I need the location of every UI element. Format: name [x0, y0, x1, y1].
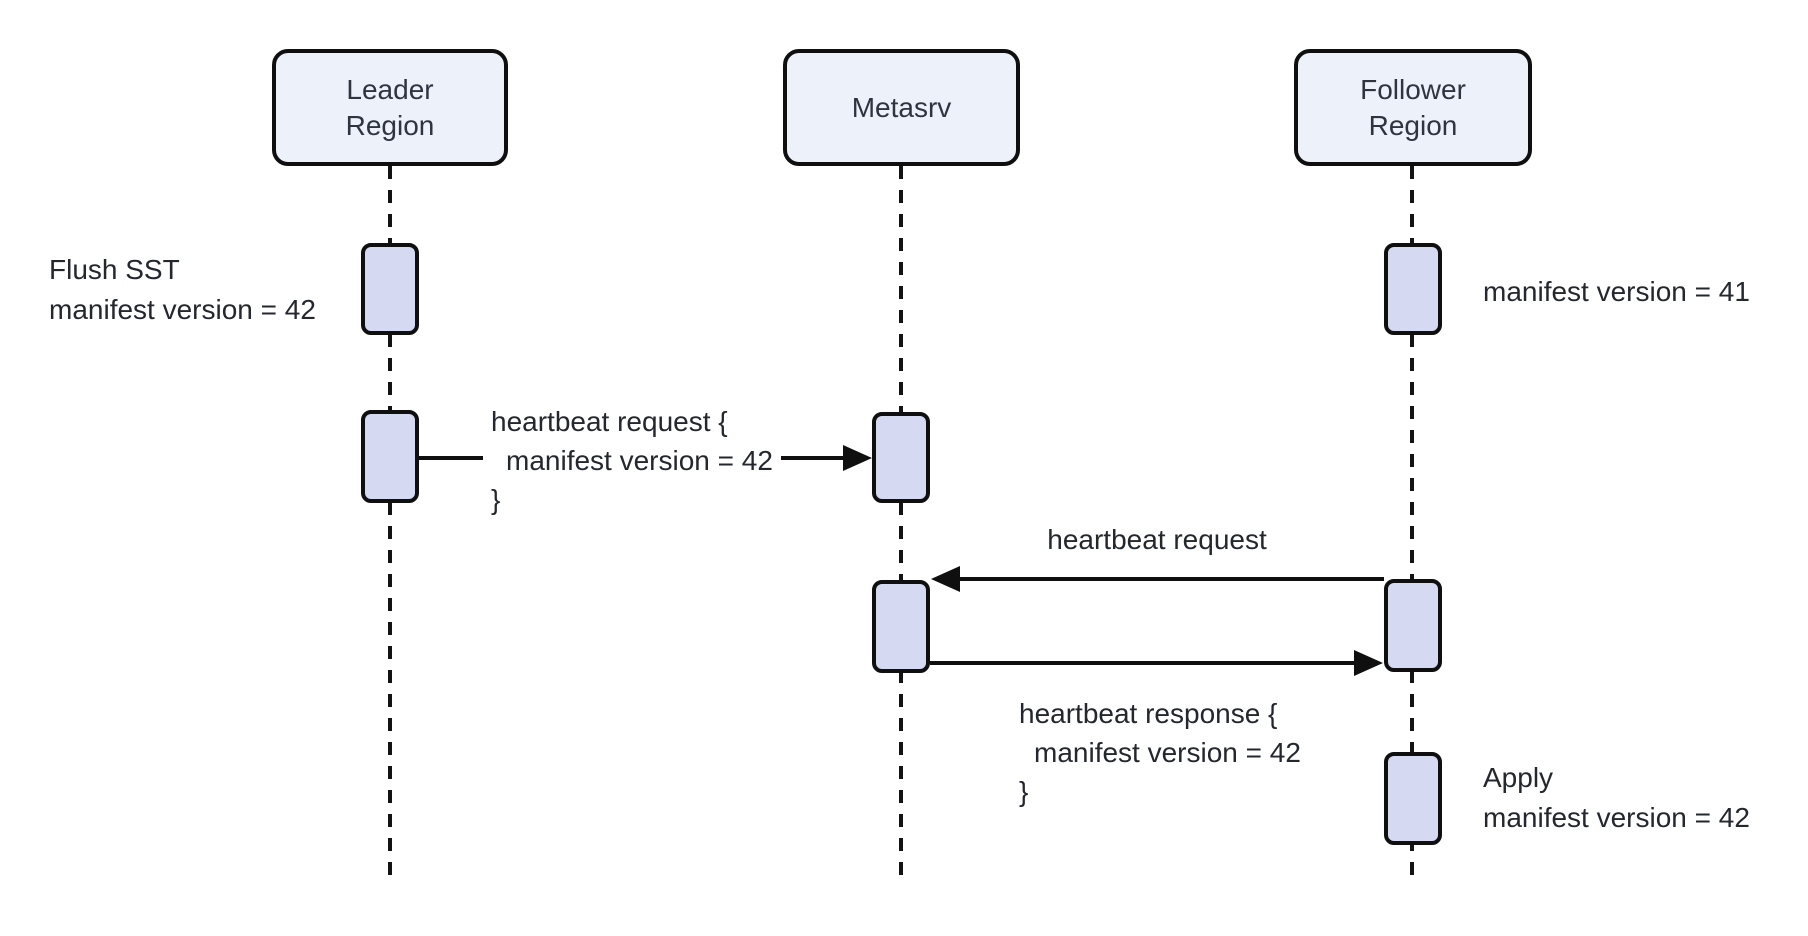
participant-follower-region: Follower Region — [1294, 49, 1532, 166]
participant-label: Follower — [1360, 73, 1466, 105]
activation-metasrv-respond — [872, 580, 930, 673]
lifeline-leader-region — [388, 166, 392, 878]
activation-follower-heartbeat — [1384, 579, 1442, 672]
message-line-heartbeat-request-follower — [955, 577, 1384, 581]
note-text: manifest version = 41 — [1483, 276, 1750, 307]
message-text: heartbeat response { — [1019, 698, 1278, 729]
arrowhead-right-icon — [1354, 650, 1383, 676]
message-text: heartbeat request { — [491, 406, 728, 437]
activation-leader-flush — [361, 243, 419, 335]
message-line-heartbeat-response — [930, 661, 1357, 665]
note-text: manifest version = 42 — [1483, 802, 1750, 833]
message-label-heartbeat-response: heartbeat response { manifest version = … — [1019, 694, 1301, 811]
message-text: } — [1019, 776, 1029, 807]
note-manifest-v41: manifest version = 41 — [1483, 272, 1750, 312]
participant-label: Metasrv — [851, 91, 952, 123]
participant-leader-region: Leader Region — [272, 49, 508, 166]
participant-label: Region — [1368, 109, 1458, 141]
note-flush-sst: Flush SST manifest version = 42 — [49, 250, 316, 330]
message-text: } — [491, 484, 501, 515]
note-text: Apply — [1483, 762, 1554, 793]
lifeline-follower-region — [1410, 166, 1414, 878]
note-apply: Apply manifest version = 42 — [1483, 758, 1750, 838]
activation-follower-apply — [1384, 752, 1442, 845]
activation-follower-v41 — [1384, 243, 1442, 335]
message-label-heartbeat-request-follower: heartbeat request — [931, 520, 1383, 559]
message-text: heartbeat request — [1047, 524, 1267, 555]
note-text: manifest version = 42 — [49, 294, 316, 325]
arrowhead-left-icon — [931, 566, 960, 592]
note-text: Flush SST — [49, 254, 180, 285]
activation-metasrv-receive — [872, 412, 930, 503]
arrowhead-right-icon — [843, 445, 872, 471]
activation-leader-heartbeat — [361, 410, 419, 503]
message-text: manifest version = 42 — [1034, 737, 1301, 768]
participant-label: Leader — [346, 73, 434, 105]
participant-label: Region — [345, 109, 435, 141]
message-text: manifest version = 42 — [506, 445, 773, 476]
message-label-heartbeat-request-leader: heartbeat request { manifest version = 4… — [483, 400, 781, 521]
lifeline-metasrv — [899, 166, 903, 878]
participant-metasrv: Metasrv — [783, 49, 1020, 166]
